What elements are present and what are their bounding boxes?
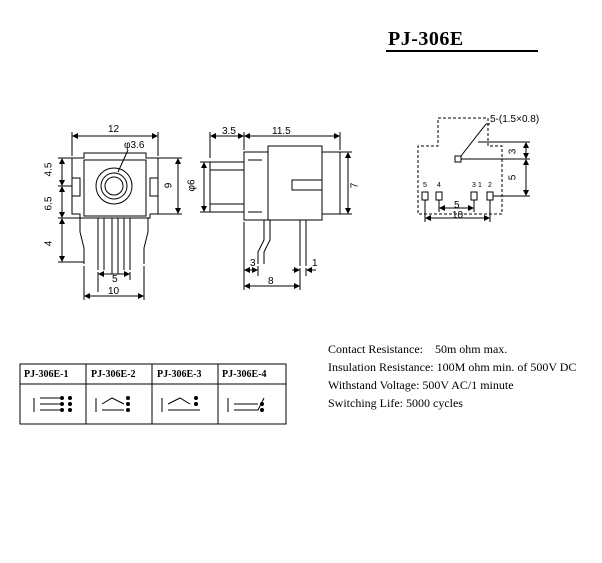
dim-side-top-2: 11.5 <box>272 126 291 137</box>
variant-2-label: PJ-306E-2 <box>91 369 136 380</box>
dim-foot-right-1: 3 <box>507 148 519 155</box>
dim-front-width: 12 <box>108 124 120 135</box>
pin-number-4: 4 <box>437 182 441 189</box>
dim-side-left: φ6 <box>186 179 198 192</box>
footprint-view <box>417 117 530 222</box>
dim-front-bottom-2: 10 <box>108 286 120 297</box>
dim-side-right: 7 <box>349 182 361 189</box>
spec-withstand-voltage: Withstand Voltage: 500V AC/1 minute <box>328 378 514 392</box>
variant-4-label: PJ-306E-4 <box>222 369 267 380</box>
front-view <box>58 132 182 300</box>
pin-number-3: 3 <box>472 182 476 189</box>
dim-front-right: 9 <box>163 182 175 189</box>
dim-front-bottom-1: 5 <box>112 274 118 285</box>
spec-insulation-resistance: Insulation Resistance: 100M ohm min. of … <box>328 360 577 374</box>
dim-foot-bottom-2: 10 <box>452 210 464 221</box>
schematic-3 <box>161 396 200 412</box>
dim-side-bottom-2: 1 <box>312 258 318 269</box>
spec-switching-life: Switching Life: 5000 cycles <box>328 396 463 410</box>
pin-number-1: 1 <box>478 182 482 189</box>
schematic-4 <box>227 397 265 412</box>
footprint-hole-label: 5-(1.5×0.8) <box>490 114 540 125</box>
variant-1-label: PJ-306E-1 <box>24 369 69 380</box>
dim-foot-right-2: 5 <box>507 174 519 181</box>
spec-contact-resistance: Contact Resistance: 50m ohm max. <box>328 342 508 356</box>
part-title: PJ-306E <box>388 28 464 50</box>
variant-3-label: PJ-306E-3 <box>157 369 202 380</box>
variant-table <box>19 363 287 425</box>
schematic-1 <box>33 396 72 412</box>
dim-front-height-3: 4 <box>43 240 55 247</box>
side-view <box>200 132 352 290</box>
pin-number-2: 2 <box>488 182 492 189</box>
schematic-2 <box>95 396 130 412</box>
dim-side-top-1: 3.5 <box>222 126 236 137</box>
title-underline <box>386 50 538 52</box>
dim-side-bottom-1: 3 <box>250 258 256 269</box>
dim-side-bottom-3: 8 <box>268 276 274 287</box>
dim-front-height-2: 6.5 <box>43 196 55 211</box>
pin-number-5: 5 <box>423 182 427 189</box>
dim-front-hole: φ3.6 <box>124 140 145 151</box>
dim-front-height-1: 4.5 <box>43 162 55 177</box>
dim-foot-bottom-1: 5 <box>454 200 460 211</box>
